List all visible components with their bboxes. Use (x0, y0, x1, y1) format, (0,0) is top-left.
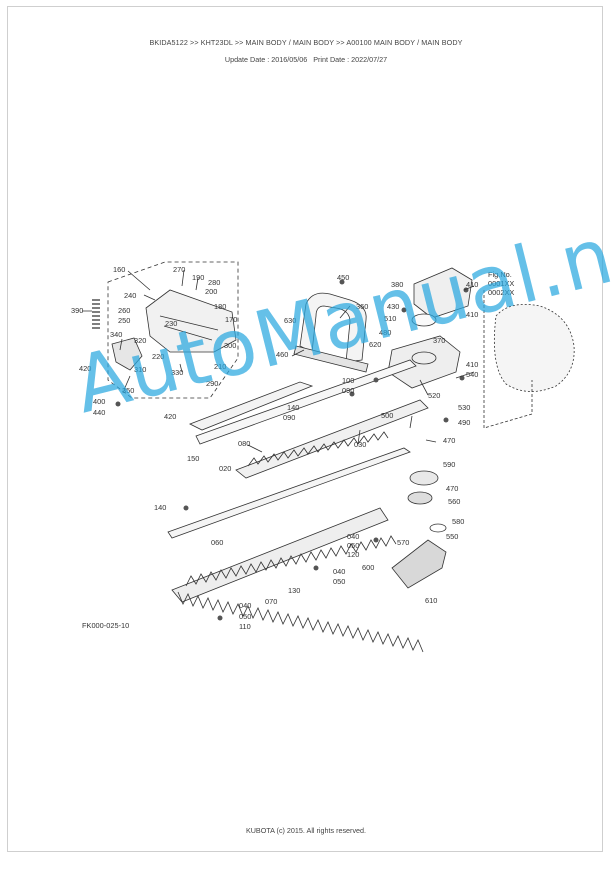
part-callout-410: 410 (466, 310, 479, 319)
spring-part (92, 299, 100, 329)
part-callout-500: 500 (381, 411, 394, 420)
switch-lever-part (111, 337, 143, 371)
part-callout-210: 210 (214, 362, 227, 371)
part-callout-440: 440 (93, 408, 106, 417)
bolt-marks (115, 279, 469, 621)
figure-code: FK000-025-10 (82, 621, 130, 630)
part-callout-050: 050 (239, 612, 252, 621)
breadcrumb: BKIDA5122 >> KHT23DL >> MAIN BODY / MAIN… (149, 38, 463, 47)
part-callout-110: 110 (239, 622, 251, 631)
part-callout-490: 490 (458, 418, 471, 427)
part-callout-320: 320 (134, 336, 147, 345)
part-callout-340: 340 (110, 330, 123, 339)
part-callout-540: 540 (466, 370, 479, 379)
part-callout-270: 270 (173, 265, 186, 274)
part-callout-580: 580 (452, 517, 465, 526)
fig-no-box: Fig.No. 0001XX 0002XX (488, 270, 514, 297)
part-callout-050: 050 (333, 577, 346, 586)
part-callout-140: 140 (287, 403, 300, 412)
part-callout-020: 020 (219, 464, 232, 473)
part-callout-080: 080 (238, 439, 251, 448)
bottom-plate-part (391, 539, 447, 589)
part-callout-420: 420 (79, 364, 92, 373)
part-callout-550: 550 (446, 532, 459, 541)
part-callout-520: 520 (428, 391, 441, 400)
part-callout-040: 040 (239, 601, 252, 610)
part-callout-230: 230 (165, 319, 178, 328)
page-frame (7, 6, 603, 852)
part-callout-170: 170 (225, 315, 238, 324)
part-callout-480: 480 (379, 328, 392, 337)
connecting-bar (167, 447, 411, 539)
part-callout-470: 470 (446, 484, 459, 493)
part-callout-610: 610 (425, 596, 438, 605)
date-line: Update Date : 2016/05/06 Print Date : 20… (0, 55, 612, 64)
part-callout-140: 140 (154, 503, 167, 512)
part-callout-030: 030 (354, 440, 367, 449)
part-callout-410: 410 (466, 280, 479, 289)
part-callout-450: 450 (337, 273, 350, 282)
part-callout-190: 190 (192, 273, 205, 282)
part-callout-470: 470 (443, 436, 456, 445)
gear-cover-part (413, 267, 473, 319)
part-callout-600: 600 (362, 563, 375, 572)
part-callout-200: 200 (205, 287, 218, 296)
fig-no-2: 0002XX (488, 288, 515, 297)
guide-bar (189, 381, 314, 431)
part-callout-120: 120 (347, 550, 360, 559)
part-callout-100: 100 (342, 376, 355, 385)
part-callout-040: 040 (333, 567, 346, 576)
part-callout-510: 510 (384, 314, 397, 323)
part-callout-290: 290 (206, 379, 219, 388)
copyright-footer: KUBOTA (c) 2015. All rights reserved. (245, 826, 367, 835)
rear-cover-part (145, 289, 237, 353)
part-callout-250: 250 (118, 316, 131, 325)
part-callout-530: 530 (458, 403, 471, 412)
cover-assembly-outline (107, 261, 239, 399)
part-callout-220: 220 (152, 352, 165, 361)
part-callout-260: 260 (118, 306, 131, 315)
print-date: Print Date : 2022/07/27 (313, 55, 388, 64)
engine-outline (494, 303, 575, 392)
part-callout-160: 160 (113, 265, 126, 274)
part-callout-590: 590 (443, 460, 456, 469)
part-callout-310: 310 (134, 365, 147, 374)
part-callout-060: 060 (211, 538, 224, 547)
part-callout-560: 560 (448, 497, 461, 506)
part-callout-350: 350 (122, 386, 135, 395)
fig-no-title: Fig.No. (488, 270, 512, 279)
part-callout-400: 400 (93, 397, 106, 406)
part-callout-150: 150 (187, 454, 200, 463)
part-callout-130: 130 (288, 586, 301, 595)
part-callout-040: 040 (347, 532, 360, 541)
part-callout-090: 090 (283, 413, 296, 422)
part-callout-430: 430 (387, 302, 400, 311)
part-callout-090: 090 (342, 386, 355, 395)
part-callout-370: 370 (433, 336, 446, 345)
fig-no-1: 0001XX (488, 279, 515, 288)
part-callout-460: 460 (276, 350, 289, 359)
part-callout-300: 300 (224, 341, 237, 350)
update-date: Update Date : 2016/05/06 (224, 55, 308, 64)
part-callout-280: 280 (208, 278, 221, 287)
part-callout-620: 620 (369, 340, 382, 349)
part-callout-390: 390 (71, 306, 84, 315)
part-callout-240: 240 (124, 291, 137, 300)
part-callout-570: 570 (397, 538, 410, 547)
part-callout-360: 360 (356, 302, 369, 311)
part-callout-410: 410 (466, 360, 479, 369)
part-callout-420: 420 (164, 412, 177, 421)
part-callout-380: 380 (391, 280, 404, 289)
part-callout-180: 180 (214, 302, 227, 311)
upper-blade (235, 399, 429, 479)
part-callout-050: 050 (347, 541, 360, 550)
gear-part (409, 470, 439, 486)
part-callout-630: 630 (284, 316, 297, 325)
part-callout-070: 070 (265, 597, 278, 606)
part-callout-330: 330 (171, 368, 184, 377)
